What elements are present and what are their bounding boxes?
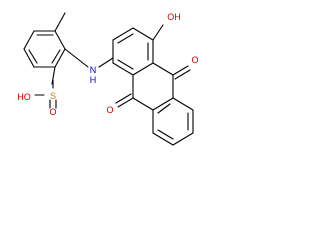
hydroxyl-label: HO <box>17 92 31 102</box>
methyl-bond <box>54 12 66 32</box>
phenol-label: OH <box>167 12 181 22</box>
sulfonyl-oxygen-label: O <box>49 107 56 117</box>
molecule-diagram: HO S O N H OH <box>17 12 199 146</box>
structure-canvas: HO S O N H OH <box>0 0 219 165</box>
carbonyl-oxygen-bottom-label: O <box>106 105 113 115</box>
nitrogen-label: N <box>90 65 97 75</box>
anthraquinone-ring-a <box>112 27 154 76</box>
phenol-group: OH <box>152 12 181 41</box>
sulfur-label: S <box>50 91 56 101</box>
anthraquinone-ring-c <box>152 97 194 146</box>
anthraquinone-ring-b: O O <box>106 55 198 115</box>
sulfonic-acid-group: HO S O <box>17 66 57 117</box>
nitrogen-hydrogen-label: H <box>90 75 97 85</box>
carbonyl-oxygen-top-label: O <box>191 55 198 65</box>
left-benzene-ring <box>23 30 66 68</box>
amine-linker: N H <box>64 48 114 85</box>
